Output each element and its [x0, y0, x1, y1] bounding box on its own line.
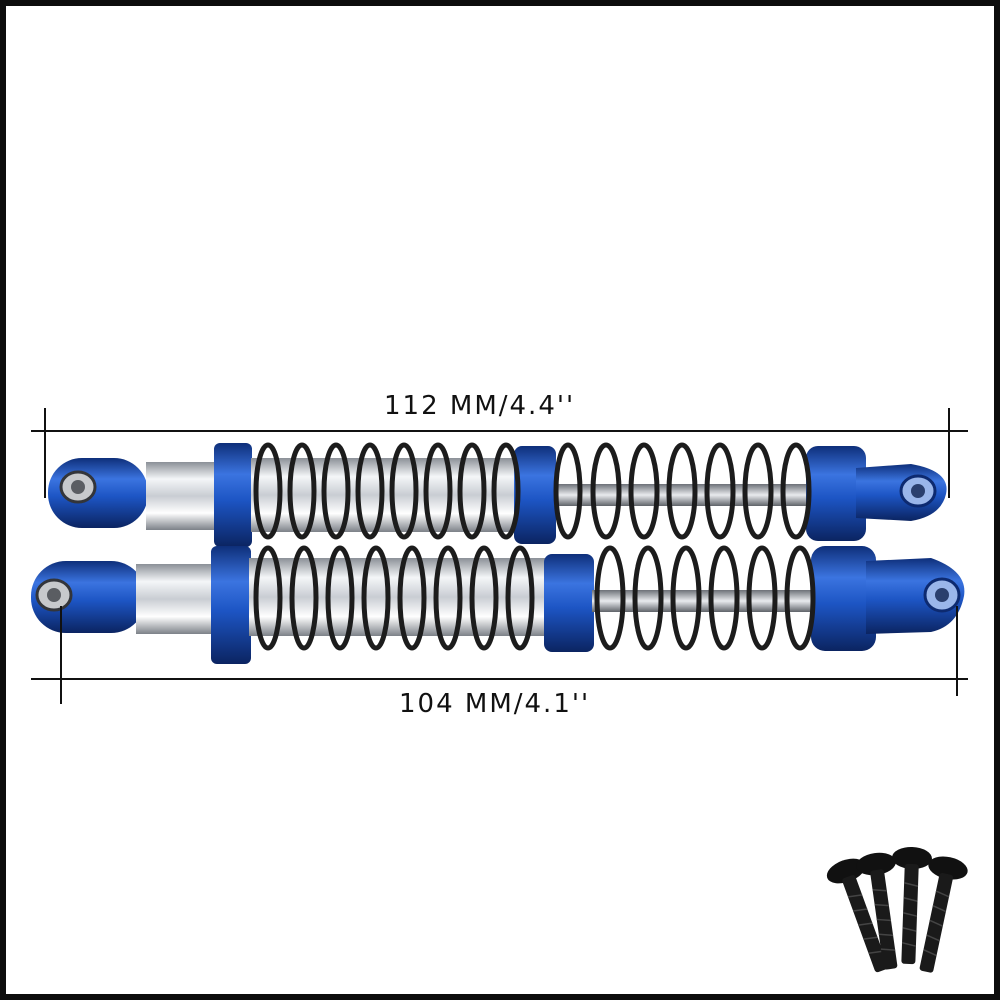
screw-1: [826, 858, 888, 973]
shock-absorber-upper: [48, 442, 947, 547]
dimension-line-top: [31, 408, 968, 498]
dimension-line-bottom: [31, 606, 968, 704]
screw-3: [892, 846, 932, 965]
screw-set: [826, 846, 968, 973]
length-label-104mm: 104 MM/4.1'': [399, 689, 591, 719]
length-label-112mm: 112 MM/4.4'': [384, 391, 576, 421]
shock-absorber-lower: [31, 545, 965, 664]
screw-2: [856, 852, 898, 970]
product-photo: [31, 408, 968, 973]
screw-4: [919, 856, 968, 973]
